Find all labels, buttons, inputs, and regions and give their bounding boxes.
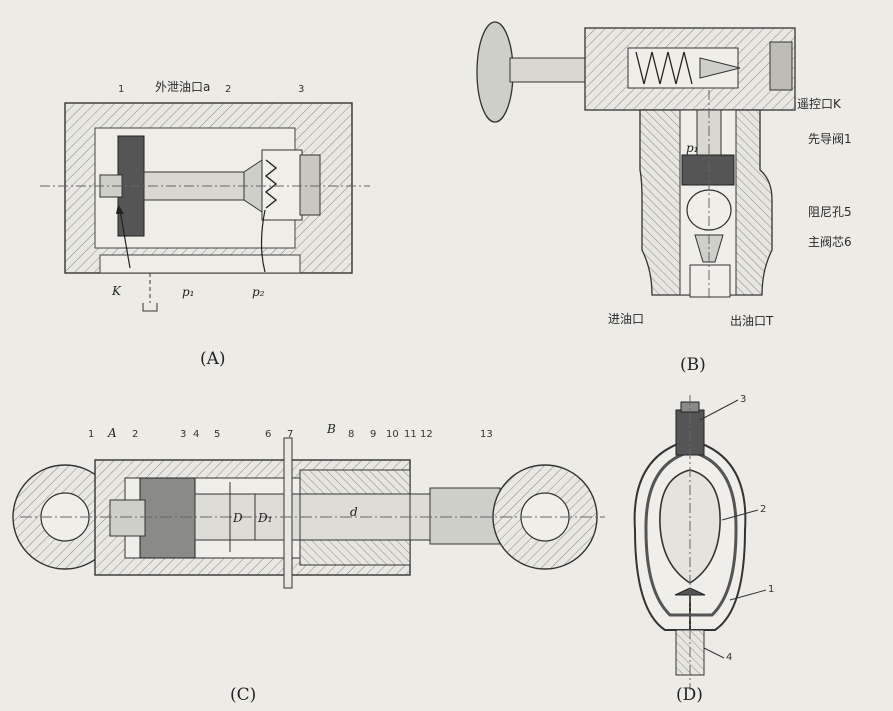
tank-symbol-a [142, 303, 158, 312]
part-number: 11 [404, 429, 417, 440]
spring-a [264, 159, 278, 209]
outlet-label: 出油口T [730, 314, 774, 328]
p1-label-a: p₁ [182, 285, 195, 299]
arrow-p2-a [260, 209, 266, 273]
pilot-cone-b [699, 57, 741, 79]
rod-end-c [429, 487, 501, 545]
leader-2-d [721, 509, 759, 521]
drain-port-label: 外泄油口a [155, 80, 210, 94]
leader-4-d [703, 647, 725, 659]
p1-label-b: p₁ [686, 141, 699, 155]
figure-b: 遥控口K 先导阀1 阻尼孔5 主阀芯6 进油口 出油口T p₁ (B) [476, 21, 852, 375]
port-b-label: B [326, 422, 336, 436]
part-number: 3 [740, 394, 746, 405]
control-port-k-label: K [111, 284, 122, 298]
part-number: 4 [193, 429, 199, 440]
figure-d: 3 2 1 4 (D) [633, 394, 774, 705]
arrow-head-k-a [116, 204, 124, 214]
figure-a: 外泄油口a 1 2 3 K p₁ p₂ (A) [40, 80, 370, 369]
tie-plate-c [283, 437, 293, 589]
leader-3-d [699, 399, 739, 421]
handwheel-b [476, 21, 514, 123]
dim-d-label: D [232, 511, 243, 525]
part-number: 2 [760, 504, 766, 515]
part-number: 9 [370, 429, 376, 440]
part-number: 2 [132, 429, 138, 440]
dim-small-d-label: d [350, 505, 358, 519]
dim-d1-label: D₁ [257, 511, 272, 525]
pilot-spring-b [635, 51, 693, 85]
accumulator-liner-d [644, 450, 738, 617]
main-spool-label: 主阀芯6 [808, 235, 852, 249]
caption-b: (B) [680, 355, 706, 375]
outlet-bore-b [689, 264, 731, 298]
part-number: 5 [214, 429, 220, 440]
inlet-label: 进油口 [608, 312, 644, 326]
orifice-label: 阻尼孔5 [808, 205, 852, 219]
end-plug-a [299, 154, 321, 216]
spring-chamber-a [261, 149, 303, 221]
part-number: 10 [386, 429, 399, 440]
part-number: 7 [287, 429, 293, 440]
piston-c [139, 477, 196, 559]
part-number: 3 [298, 84, 304, 95]
pilot-plug-b [769, 41, 793, 91]
piston-nut-c [109, 499, 146, 537]
port-a-label: A [107, 426, 117, 440]
main-spool-b [681, 154, 735, 186]
part-number: 1 [88, 429, 94, 440]
part-number: 13 [480, 429, 493, 440]
leader-1-d [729, 589, 767, 601]
p2-label-a: p₂ [252, 285, 265, 299]
caption-a: (A) [200, 349, 226, 369]
arrow-k-a [119, 209, 131, 269]
part-number: 4 [726, 652, 732, 663]
caption-d: (D) [676, 685, 703, 705]
port-channel-a [99, 254, 301, 274]
part-number: 1 [118, 84, 124, 95]
part-numbers-c: 1 2 3 4 5 6 7 8 9 10 11 12 13 [88, 429, 493, 440]
part-number: 3 [180, 429, 186, 440]
figure-c: 1 2 3 4 5 6 7 8 9 10 11 12 13 A B D D₁ d… [12, 422, 605, 705]
part-number: 6 [265, 429, 271, 440]
adjust-screw-b [509, 57, 596, 83]
caption-c: (C) [230, 685, 256, 705]
part-number: 8 [348, 429, 354, 440]
remote-port-label: 遥控口K [797, 97, 842, 111]
part-number: 12 [420, 429, 433, 440]
pilot-valve-label: 先导阀1 [808, 132, 852, 146]
part-number: 1 [768, 584, 774, 595]
part-number: 2 [225, 84, 231, 95]
